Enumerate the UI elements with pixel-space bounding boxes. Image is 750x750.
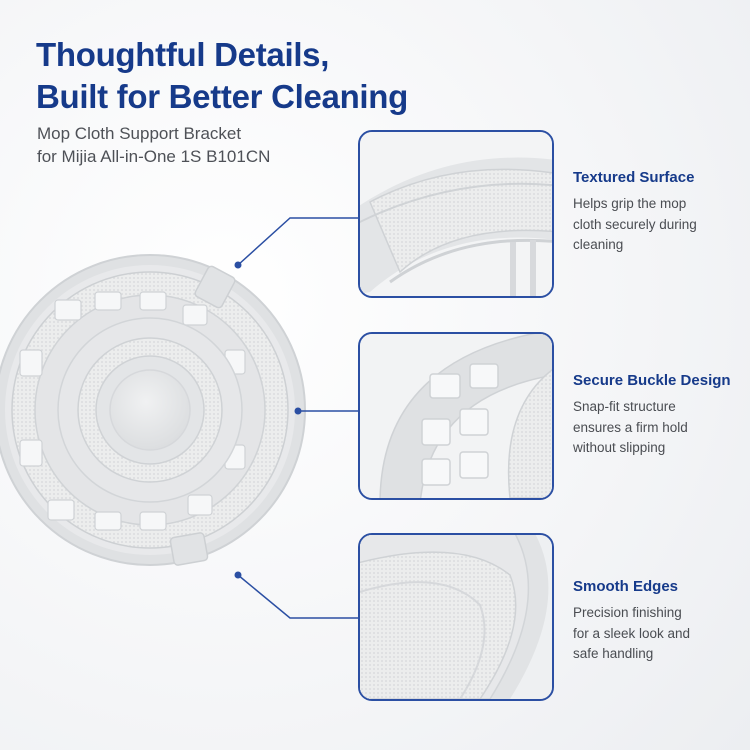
connector-dot-1 xyxy=(234,261,242,269)
feature-desc-line: Snap-fit structure xyxy=(573,399,676,414)
subtitle-line-2: for Mijia All-in-One 1S B101CN xyxy=(37,147,271,166)
product-subtitle: Mop Cloth Support Bracket for Mijia All-… xyxy=(37,122,270,168)
subtitle-line-1: Mop Cloth Support Bracket xyxy=(37,124,242,143)
feature-secure-buckle: Secure Buckle Design Snap-fit structure … xyxy=(573,371,743,459)
connector-line-3 xyxy=(237,574,358,619)
feature-desc-line: cleaning xyxy=(573,237,624,252)
connector-dot-3 xyxy=(234,571,242,579)
detail-card-textured-surface xyxy=(358,130,554,298)
title-line-1: Thoughtful Details, xyxy=(36,36,330,73)
detail-card-secure-buckle xyxy=(358,332,554,500)
feature-smooth-edges: Smooth Edges Precision finishing for a s… xyxy=(573,577,743,665)
feature-desc-line: for a sleek look and xyxy=(573,625,691,641)
feature-description: Snap-fit structure ensures a firm hold w… xyxy=(573,397,743,459)
feature-desc-line: without slipping xyxy=(573,440,666,455)
feature-desc-line: Helps grip the mop xyxy=(573,196,687,211)
feature-title: Textured Surface xyxy=(573,169,695,186)
feature-desc-line: cloth securely during xyxy=(573,216,697,232)
feature-description: Helps grip the mop cloth securely during… xyxy=(573,194,743,256)
connector-dot-2 xyxy=(294,407,302,415)
feature-desc-line: ensures a firm hold xyxy=(573,419,688,435)
feature-title: Smooth Edges xyxy=(573,578,679,595)
detail-card-smooth-edges xyxy=(358,533,554,701)
connector-line-1 xyxy=(237,217,358,266)
page-title: Thoughtful Details, Built for Better Cle… xyxy=(36,34,408,118)
feature-desc-line: Precision finishing xyxy=(573,605,682,620)
feature-title: Secure Buckle Design xyxy=(573,372,731,389)
title-line-2: Built for Better Cleaning xyxy=(36,78,409,115)
feature-textured-surface: Textured Surface Helps grip the mop clot… xyxy=(573,168,743,256)
feature-desc-line: safe handling xyxy=(573,646,654,661)
bracket-center-hub xyxy=(109,369,191,451)
feature-description: Precision finishing for a sleek look and… xyxy=(573,603,743,665)
